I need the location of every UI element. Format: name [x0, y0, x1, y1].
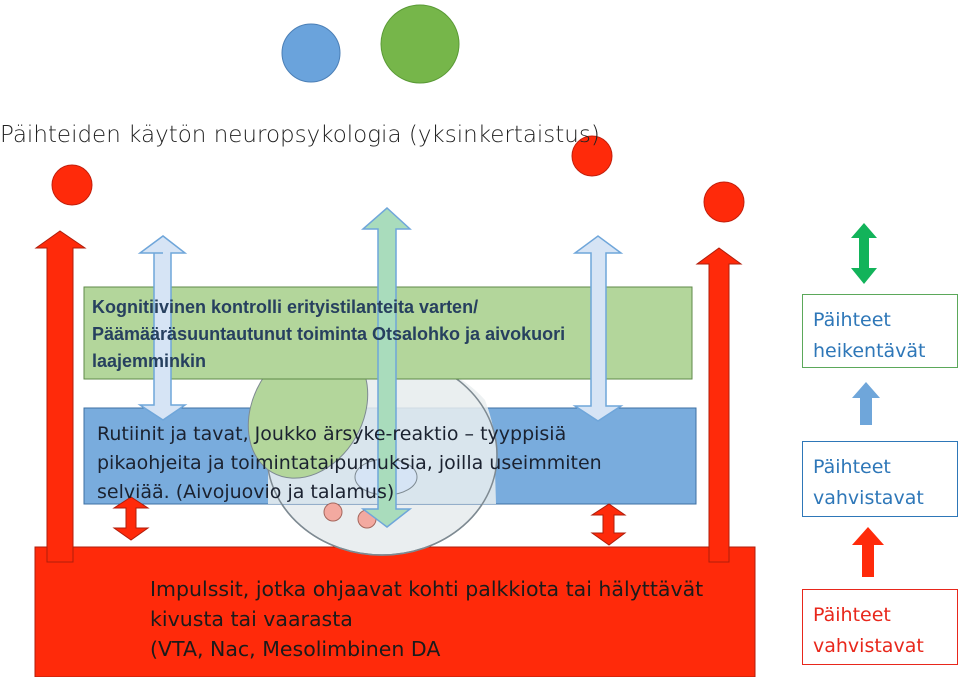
- legend-red-up-arrow: [852, 527, 884, 577]
- legend-green-line-2: heikentävät: [813, 340, 926, 362]
- green-line-1: Kognitiivinen kontrolli erityistilanteit…: [92, 297, 479, 317]
- blue-line-3: selviää. (Aivojuovio ja talamus): [97, 481, 395, 503]
- red-arrow-right: [695, 247, 743, 563]
- blue-line-2: pikaohjeita ja toimintataipumuksia, joil…: [97, 452, 602, 474]
- blue-circle: [281, 23, 341, 83]
- legend-green-double-arrow: [851, 223, 877, 284]
- blue-line-1: Rutiinit ja tavat, Joukko ärsyke-reaktio…: [97, 423, 567, 445]
- red-circle-middle: [571, 135, 613, 177]
- green-circle: [380, 4, 460, 84]
- red-box-text: Impulssit, jotka ohjaavat kohti palkkiot…: [150, 574, 770, 664]
- legend-green-line-1: Päihteet: [813, 309, 891, 331]
- legend-blue-line-2: vahvistavat: [813, 487, 924, 509]
- green-double-arrow-center: [360, 206, 413, 528]
- small-red-double-arrow-right: [590, 503, 627, 546]
- red-impulse-box: [34, 546, 756, 677]
- small-red-double-arrow-left: [112, 496, 150, 541]
- diagram-title: Päihteiden käytön neuropsykologia (yksin…: [0, 122, 600, 148]
- blue-box-text: Rutiinit ja tavat, Joukko ärsyke-reaktio…: [97, 420, 697, 507]
- red-arrow-left: [34, 230, 87, 563]
- legend-red-line-1: Päihteet: [813, 604, 891, 626]
- legend-box-strengthens-blue: Päihteet vahvistavat: [802, 441, 958, 517]
- red-line-1: Impulssit, jotka ohjaavat kohti palkkiot…: [150, 577, 704, 601]
- legend-box-strengthens-red: Päihteet vahvistavat: [802, 589, 958, 665]
- legend-blue-up-arrow: [852, 382, 880, 425]
- lightblue-double-arrow-left: [137, 235, 188, 421]
- red-line-3: (VTA, Nac, Mesolimbinen DA: [150, 637, 441, 661]
- legend-blue-line-1: Päihteet: [813, 456, 891, 478]
- legend-red-line-2: vahvistavat: [813, 635, 924, 657]
- red-circle-left: [51, 164, 93, 206]
- red-circle-right: [703, 181, 745, 223]
- lightblue-double-arrow-right: [572, 235, 624, 422]
- pink-node-left: [323, 502, 343, 522]
- legend-box-weakens: Päihteet heikentävät: [802, 294, 958, 368]
- green-box-text: Kognitiivinen kontrolli erityistilanteit…: [92, 294, 692, 375]
- green-line-3: laajemminkin: [92, 351, 207, 371]
- red-line-2: kivusta tai vaarasta: [150, 607, 353, 631]
- green-line-2: Päämääräsuuntautunut toiminta Otsalohko …: [92, 324, 566, 344]
